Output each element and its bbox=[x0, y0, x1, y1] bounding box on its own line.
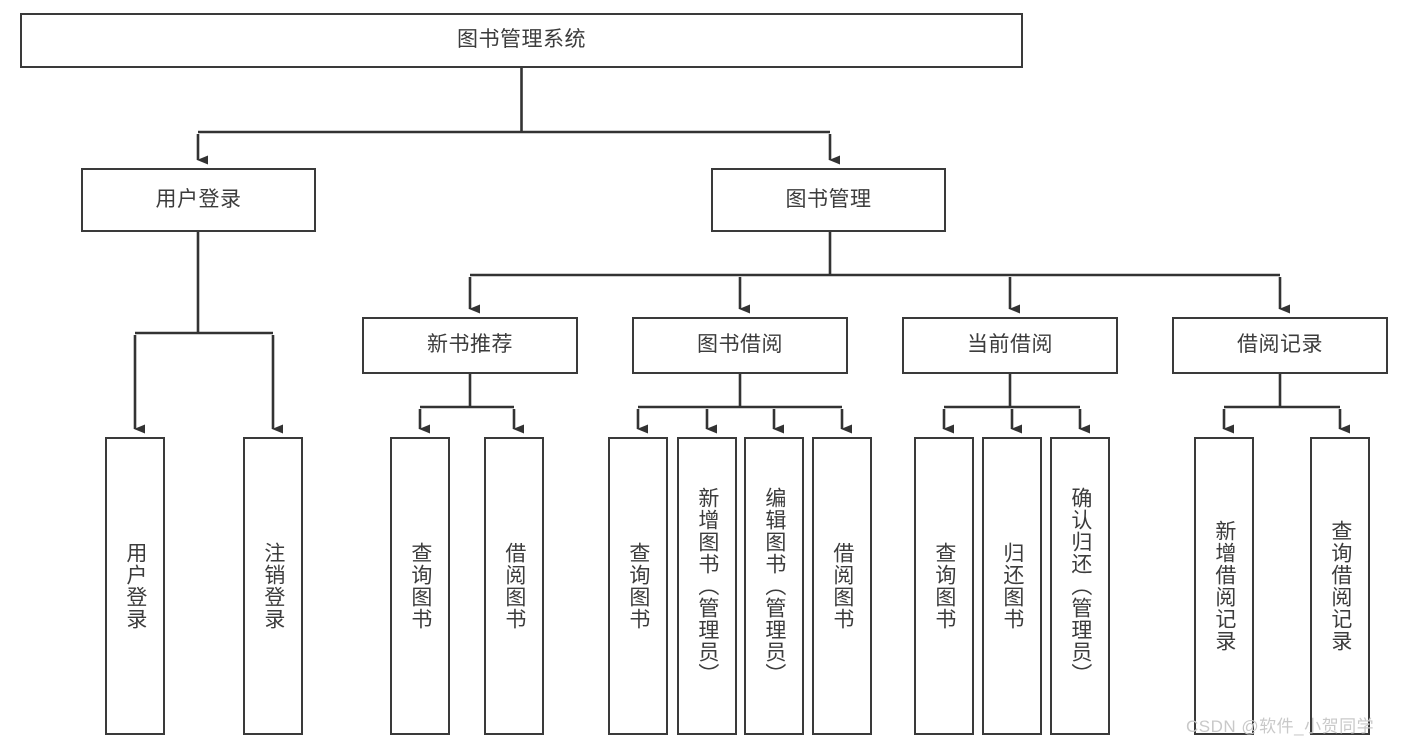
node-label: 新增图书（管理员） bbox=[695, 487, 719, 685]
node-label: 图书借阅 bbox=[697, 333, 783, 357]
leaf-add-book-admin[interactable]: 新增图书（管理员） bbox=[677, 437, 737, 735]
leaf-user-login[interactable]: 用户登录 bbox=[105, 437, 165, 735]
node-label: 借阅图书 bbox=[502, 542, 526, 630]
node-label: 查询图书 bbox=[626, 542, 650, 630]
leaf-edit-book-admin[interactable]: 编辑图书（管理员） bbox=[744, 437, 804, 735]
leaf-confirm-return-admin[interactable]: 确认归还（管理员） bbox=[1050, 437, 1110, 735]
node-borrow-record[interactable]: 借阅记录 bbox=[1172, 317, 1388, 374]
node-label: 编辑图书（管理员） bbox=[762, 487, 786, 685]
node-current-borrow[interactable]: 当前借阅 bbox=[902, 317, 1118, 374]
leaf-query-borrow-record[interactable]: 查询借阅记录 bbox=[1310, 437, 1370, 735]
node-label: 查询借阅记录 bbox=[1328, 520, 1352, 652]
leaf-query-book-current[interactable]: 查询图书 bbox=[914, 437, 974, 735]
node-user-login[interactable]: 用户登录 bbox=[81, 168, 316, 232]
node-label: 图书管理系统 bbox=[457, 28, 586, 52]
leaf-add-borrow-record[interactable]: 新增借阅记录 bbox=[1194, 437, 1254, 735]
node-label: 查询图书 bbox=[408, 542, 432, 630]
node-label: 借阅图书 bbox=[830, 542, 854, 630]
leaf-query-book-recommend[interactable]: 查询图书 bbox=[390, 437, 450, 735]
node-book-borrow[interactable]: 图书借阅 bbox=[632, 317, 848, 374]
node-label: 当前借阅 bbox=[967, 333, 1053, 357]
node-new-book-recommend[interactable]: 新书推荐 bbox=[362, 317, 578, 374]
node-label: 注销登录 bbox=[261, 542, 285, 630]
node-label: 归还图书 bbox=[1000, 542, 1024, 630]
watermark: CSDN @软件_小贺同学 bbox=[1186, 717, 1375, 736]
leaf-return-book[interactable]: 归还图书 bbox=[982, 437, 1042, 735]
node-label: 用户登录 bbox=[123, 542, 147, 630]
node-label: 用户登录 bbox=[155, 187, 242, 211]
node-book-management[interactable]: 图书管理 bbox=[711, 168, 946, 232]
node-label: 借阅记录 bbox=[1237, 333, 1323, 357]
node-label: 确认归还（管理员） bbox=[1068, 487, 1092, 685]
node-root-system[interactable]: 图书管理系统 bbox=[20, 13, 1023, 68]
node-label: 新书推荐 bbox=[427, 333, 513, 357]
leaf-logout[interactable]: 注销登录 bbox=[243, 437, 303, 735]
node-label: 查询图书 bbox=[932, 542, 956, 630]
node-label: 图书管理 bbox=[785, 187, 872, 211]
leaf-borrow-book[interactable]: 借阅图书 bbox=[812, 437, 872, 735]
leaf-query-book-borrow[interactable]: 查询图书 bbox=[608, 437, 668, 735]
leaf-borrow-book-recommend[interactable]: 借阅图书 bbox=[484, 437, 544, 735]
node-label: 新增借阅记录 bbox=[1212, 520, 1236, 652]
